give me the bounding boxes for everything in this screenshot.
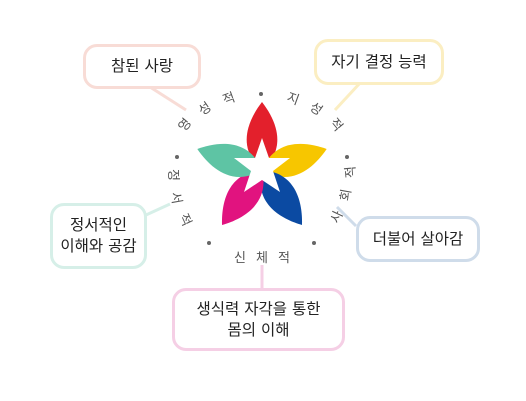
axis-char: 영: [176, 116, 195, 135]
self-determination-text: 자기 결정 능력: [331, 52, 427, 71]
center-star: [234, 138, 290, 192]
axis-char: 적: [344, 165, 360, 178]
connector-love: [149, 85, 187, 112]
physical-box: 생식력 자각을 통한 몸의 이해: [172, 288, 345, 351]
love-text: 참된 사랑: [111, 57, 173, 76]
separator-dots: [175, 92, 349, 245]
axis-intellectual: 지 성 적: [285, 90, 346, 134]
axis-char: 사: [328, 209, 347, 226]
love-box: 참된 사랑: [83, 44, 201, 89]
connector-emotional: [145, 202, 171, 217]
axis-char: 적: [278, 251, 290, 266]
connector-self: [333, 81, 362, 112]
axis-char: 적: [175, 212, 194, 229]
emotional-text-line1: 정서적인: [69, 216, 128, 235]
axis-char: 지: [285, 90, 301, 108]
emotional-text-line2: 이해와 공감: [60, 237, 137, 255]
emotional-box: 정서적인 이해와 공감: [50, 203, 147, 269]
axis-char: 회: [338, 188, 355, 202]
axis-char: 성: [307, 100, 325, 119]
green-petal: [197, 143, 262, 177]
axis-char: 정: [165, 169, 180, 181]
yellow-petal: [262, 143, 327, 177]
social-text: 더불어 살아감: [372, 229, 464, 248]
axis-char: 서: [167, 191, 184, 205]
axis-char: 체: [256, 251, 268, 266]
physical-text-line1: 생식력 자각을 통한: [196, 299, 321, 318]
axis-char: 신: [234, 251, 246, 266]
axis-social: 사 회 적: [328, 165, 359, 225]
axis-char: 성: [196, 100, 214, 119]
red-petal: [246, 102, 278, 170]
axis-char: 적: [221, 90, 237, 108]
axis-spiritual: 영 성 적: [176, 90, 238, 134]
connector-social: [335, 205, 358, 228]
axis-char: 적: [326, 116, 345, 135]
axis-emotional: 정 서 적: [165, 169, 194, 229]
axis-physical: 신 체 적: [234, 251, 290, 266]
social-box: 더불어 살아감: [356, 216, 480, 262]
physical-text-line2: 몸의 이해: [227, 320, 290, 339]
self-determination-box: 자기 결정 능력: [314, 39, 444, 85]
